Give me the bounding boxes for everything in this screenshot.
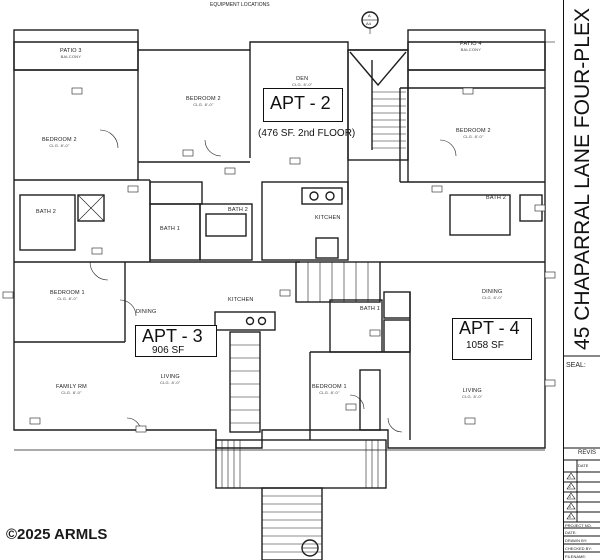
apt-2-area: (476 SF. 2nd FLOOR) [258, 128, 356, 139]
room-label-bath-2-right: BATH 2 [486, 195, 507, 201]
bath-2-right-outline [449, 194, 511, 236]
section-marker-sheet: A4 [366, 21, 371, 26]
stair-mid [295, 261, 381, 303]
apt-2-title: APT - 2 [270, 93, 331, 113]
revisions-label: REVIS [578, 450, 597, 456]
apt-4-label-box [452, 318, 532, 360]
apt-4-area: 1058 SF [466, 340, 504, 351]
revision-mark-4: 4 [569, 505, 571, 509]
section-marker-letter: A [368, 13, 371, 18]
revision-mark-5: 5 [569, 515, 571, 519]
project-no-label: PROJECT NO. [565, 523, 592, 528]
revision-mark-2: 2 [569, 485, 571, 489]
front-walk-stair [261, 487, 323, 560]
room-label-bath-1-center: BATH 1 [160, 226, 181, 232]
bath-2-left-outline [19, 194, 76, 251]
seal-label: SEAL: [566, 362, 586, 369]
room-label-dining-left: DINING [136, 309, 157, 315]
room-label-bath-2-left: BATH 2 [36, 209, 57, 215]
revision-mark-1: 1 [569, 475, 571, 479]
revisions-date-label: DATE [578, 463, 589, 468]
room-label-kitchen-top: KITCHEN [315, 215, 341, 221]
title-block [563, 0, 600, 560]
apt-3-label-box [135, 325, 217, 357]
title-block-grid [563, 355, 600, 553]
apt-3-area: 906 SF [152, 345, 185, 356]
revision-mark-3: 3 [569, 495, 571, 499]
drawn-by-label: DRAWN BY: [565, 538, 588, 543]
copyright-watermark: ©2025 ARMLS [6, 526, 108, 543]
apt-2-label-box [263, 88, 343, 122]
room-label-bath-2-center: BATH 2 [228, 207, 249, 213]
equipment-note: EQUIPMENT LOCATIONS [210, 2, 270, 8]
room-label-bath-1-right: BATH 1 [360, 306, 381, 312]
date-label: DATE: [565, 530, 577, 535]
room-label-kitchen-bottom: KITCHEN [228, 297, 254, 303]
stair-lower-left [229, 331, 261, 433]
checked-by-label: CHECKED BY: [565, 546, 592, 551]
stair-upper [347, 49, 409, 161]
front-porch [215, 439, 387, 489]
filename-label: FILENAME: [565, 554, 587, 559]
apt-4-title: APT - 4 [459, 318, 520, 338]
apt-3-title: APT - 3 [142, 326, 203, 346]
